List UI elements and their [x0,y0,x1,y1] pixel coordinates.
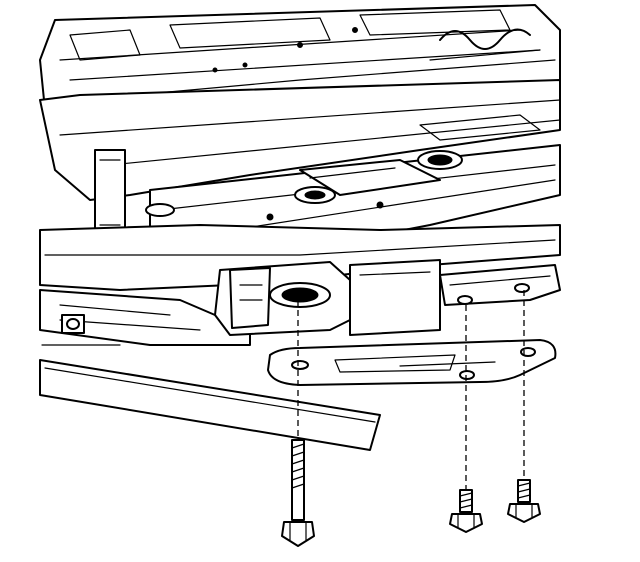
short-bolt-right [507,479,541,523]
alignment-lines [297,290,525,490]
transmission-support-plate [267,339,557,386]
lower-frame-member [39,224,561,346]
right-support-bracket [439,264,561,306]
long-mount-bolt [281,439,315,547]
frame-rail [39,79,561,236]
short-bolt-left [449,489,483,533]
transmission-mount [214,259,441,336]
lower-skid-plate [39,359,381,451]
